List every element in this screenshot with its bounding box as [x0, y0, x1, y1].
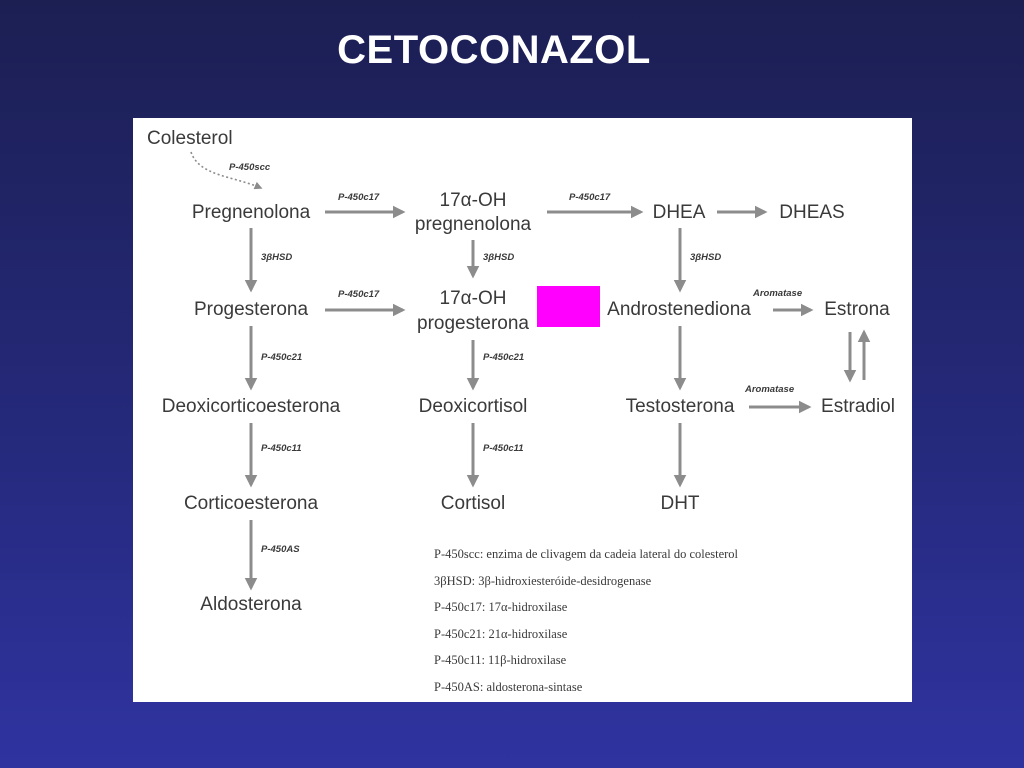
node-progesterona: Progesterona: [193, 299, 309, 320]
node-dht: DHT: [660, 493, 700, 514]
node-17oh-progesterona-line2: progesterona: [417, 313, 529, 334]
legend-item-p450c11: P-450c11: 11β-hidroxilase: [434, 653, 567, 667]
legend-item-p450c17: P-450c17: 17α-hidroxilase: [434, 600, 568, 614]
enzyme-label-p450c11-left: P-450c11: [261, 443, 302, 454]
legend-item-p450c21: P-450c21: 21α-hidroxilase: [434, 626, 568, 641]
enzyme-label-3bhsd-middle: 3βHSD: [483, 252, 515, 263]
node-17oh-pregnenolona-line2: pregnenolona: [414, 214, 532, 235]
node-testosterona: Testosterona: [625, 396, 735, 417]
node-dhea: DHEA: [652, 202, 706, 223]
enzyme-label-aromatase-bottom: Aromatase: [745, 384, 795, 395]
node-estrona: Estrona: [824, 299, 890, 320]
enzyme-legend: P-450scc: enzima de clivagem da cadeia l…: [434, 541, 738, 700]
enzyme-label-p450c17-right: P-450c17: [569, 192, 611, 203]
inhibition-highlight-box: [537, 286, 600, 327]
enzyme-label-p450c17-top: P-450c17: [338, 192, 380, 203]
node-deoxicorticoesterona: Deoxicorticoesterona: [161, 396, 341, 417]
node-androstenediona: Androstenediona: [607, 299, 751, 320]
node-17oh-pregnenolona-line1: 17α-OH: [439, 190, 507, 211]
enzyme-label-3bhsd-left: 3βHSD: [261, 252, 293, 263]
legend-item-3bhsd: 3βHSD: 3β-hidroxiesteróide-desidrogenase: [434, 573, 652, 588]
node-dheas: DHEAS: [779, 202, 845, 223]
node-corticoesterona: Corticoesterona: [183, 493, 319, 514]
enzyme-label-p450as: P-450AS: [261, 544, 300, 555]
node-deoxicortisol: Deoxicortisol: [418, 396, 528, 417]
enzyme-label-3bhsd-right: 3βHSD: [690, 252, 722, 263]
node-17oh-progesterona-line1: 17α-OH: [439, 288, 507, 309]
arrows-layer: [190, 151, 871, 591]
legend-item-p450as: P-450AS: aldosterona-sintase: [434, 679, 583, 694]
enzyme-label-aromatase-top: Aromatase: [753, 288, 803, 299]
enzyme-label-p450c11-middle: P-450c11: [483, 443, 524, 454]
node-cortisol: Cortisol: [440, 493, 506, 514]
arrow-colesterol-to-pregnenolona: [190, 151, 263, 190]
slide-title: CETOCONAZOL: [337, 28, 651, 72]
enzyme-label-p450c17-mid: P-450c17: [338, 289, 380, 300]
enzyme-label-p450scc: P-450scc: [229, 162, 271, 173]
node-aldosterona: Aldosterona: [200, 594, 302, 615]
enzyme-label-p450c21-middle: P-450c21: [483, 352, 525, 363]
node-estradiol: Estradiol: [821, 396, 895, 417]
pathway-diagram: Colesterol Pregnenolona 17α-OH pregnenol…: [133, 118, 912, 702]
enzyme-label-p450c21-left: P-450c21: [261, 352, 303, 363]
node-colesterol: Colesterol: [147, 128, 233, 149]
legend-item-p450scc: P-450scc: enzima de clivagem da cadeia l…: [434, 547, 739, 561]
node-pregnenolona: Pregnenolona: [191, 202, 311, 223]
